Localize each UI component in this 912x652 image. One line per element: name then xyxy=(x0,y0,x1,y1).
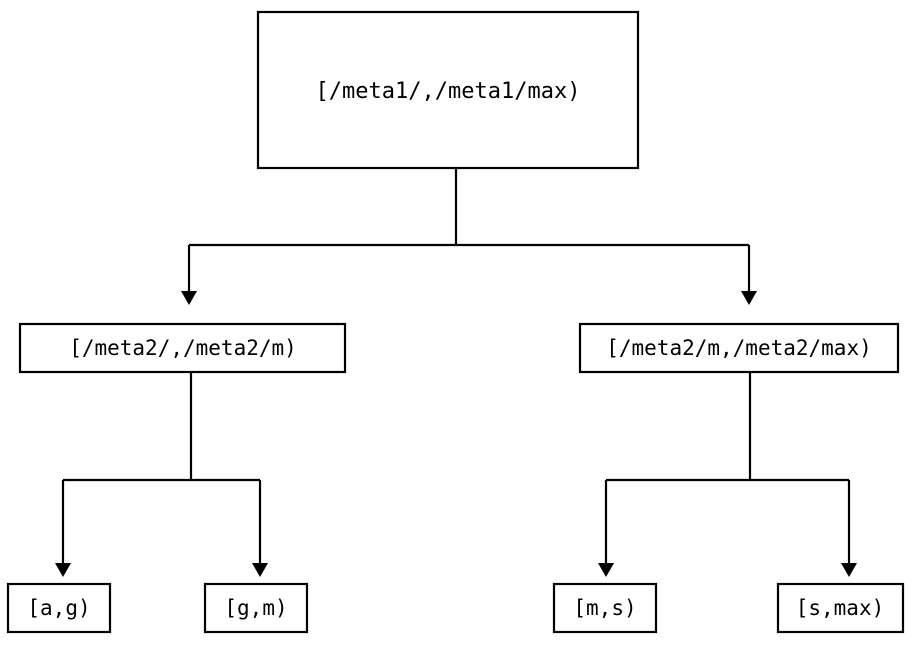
node-mid-right[interactable]: [/meta2/m,/meta2/max) xyxy=(578,322,900,374)
arrowhead-leaf1-icon xyxy=(55,563,71,577)
arrowhead-leaf2-icon xyxy=(252,563,268,577)
node-leaf-3-label: [m,s) xyxy=(573,596,636,620)
node-root[interactable]: [/meta1/,/meta1/max) xyxy=(256,10,640,170)
node-leaf-3[interactable]: [m,s) xyxy=(552,582,658,634)
node-leaf-2[interactable]: [g,m) xyxy=(203,582,309,634)
node-leaf-4[interactable]: [s,max) xyxy=(776,582,905,634)
arrowhead-mid-right-icon xyxy=(741,291,757,305)
node-mid-left[interactable]: [/meta2/,/meta2/m) xyxy=(18,322,347,374)
node-leaf-3-box[interactable] xyxy=(552,582,658,634)
node-mid-left-box[interactable] xyxy=(18,322,347,374)
node-mid-right-box[interactable] xyxy=(578,322,900,374)
node-root-box[interactable] xyxy=(256,10,640,170)
node-leaf-4-label: [s,max) xyxy=(796,596,885,620)
node-leaf-1-label: [a,g) xyxy=(27,596,90,620)
edge-group-mid-right xyxy=(598,372,857,577)
node-leaf-4-box[interactable] xyxy=(776,582,905,634)
node-leaf-2-label: [g,m) xyxy=(224,596,287,620)
node-root-label: [/meta1/,/meta1/max) xyxy=(316,79,581,104)
node-mid-right-label: [/meta2/m,/meta2/max) xyxy=(606,336,872,360)
node-leaf-1[interactable]: [a,g) xyxy=(6,582,112,634)
arrowhead-leaf4-icon xyxy=(841,563,857,577)
arrowhead-mid-left-icon xyxy=(181,291,197,305)
node-leaf-2-box[interactable] xyxy=(203,582,309,634)
edge-group-mid-left xyxy=(55,372,268,577)
arrowhead-leaf3-icon xyxy=(598,563,614,577)
edge-group-root xyxy=(181,168,757,305)
node-mid-left-label: [/meta2/,/meta2/m) xyxy=(69,336,297,360)
node-leaf-1-box[interactable] xyxy=(6,582,112,634)
